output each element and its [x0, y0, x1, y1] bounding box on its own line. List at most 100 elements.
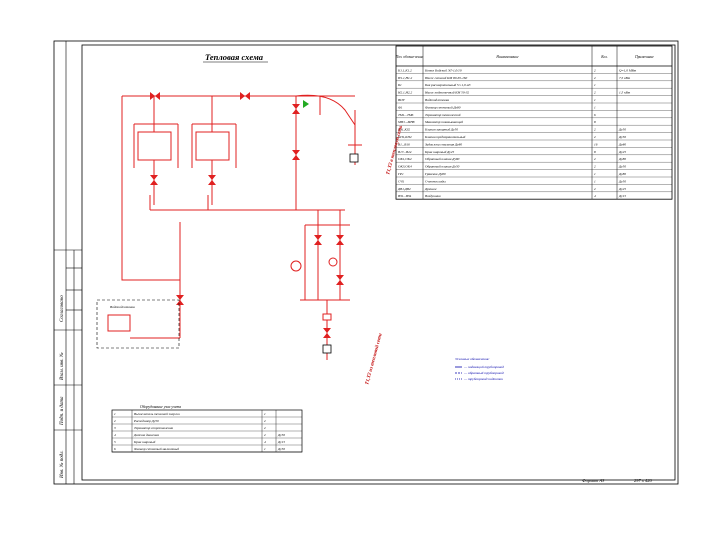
legend: Условные обозначения: — подающий трубопр… — [455, 357, 504, 381]
spec-table-cell: 1,5 кВт — [619, 91, 631, 96]
spec-table-cell: Обратный клапан Ду50 — [425, 164, 460, 169]
spec-table-cell: Ф1 — [398, 105, 403, 109]
spec-table-cell: Ду80 — [618, 142, 626, 146]
spec-table-cell: 8 — [594, 120, 596, 124]
meter-icon — [349, 153, 359, 163]
small-table-cell: 3 — [114, 426, 116, 430]
spec-table-cell: Клапан запорный Ду50 — [424, 127, 458, 132]
spec-table-cell: Кран шаровый Ду25 — [424, 149, 454, 154]
small-table-cell: 2 — [264, 433, 266, 437]
spec-table-cell: Термометр технический — [425, 112, 461, 117]
spec-table-cell: Бак расширительный V=1,0 м3 — [424, 82, 471, 88]
spec-table-cell: МН1...МН8 — [397, 120, 415, 124]
spec-table-cell: 2 — [594, 68, 596, 72]
small-table-cell: 2 — [264, 419, 266, 423]
drawing-title: Тепловая схема — [205, 52, 264, 62]
stamp-label: Взам. инв. № — [59, 352, 65, 380]
spec-table-cell: 2 — [594, 76, 596, 80]
stamp-label: Согласовано — [60, 295, 65, 322]
spec-table-cell: Ду25 — [618, 150, 626, 154]
small-table-title: Оборудование узла учета — [140, 405, 181, 409]
spec-table-cell: Насос подпиточный КМ 50-32 — [424, 90, 469, 95]
small-table-cell: Ду50 — [277, 433, 285, 437]
legend-item: — подающий трубопровод — [463, 364, 504, 369]
spec-table-cell: Счетчик воды — [425, 179, 446, 183]
pump-icon — [290, 260, 302, 272]
small-table-cell: Фильтр сетчатый магнитный — [134, 446, 179, 451]
legend-item: — трубопровод подпитки — [463, 377, 503, 381]
stamp-label: Подп. и дата — [60, 396, 65, 426]
spec-table-cell: 1 — [594, 98, 596, 102]
spec-table-cell: ВЗ1...ВЗ4 — [398, 194, 412, 198]
spec-table-header: Кол. — [600, 55, 608, 59]
spec-table-cell: Насос сетевой КМ 80-65-160 — [424, 75, 468, 80]
sheet-outer-frame — [53, 40, 679, 485]
spec-table-cell: 1 — [594, 105, 596, 109]
spec-table-cell: ТМ1...ТМ6 — [398, 113, 414, 117]
small-table: Оборудование узла учета 1 Вычислитель тепл… — [111, 405, 303, 453]
size-label: 297 x 420 — [634, 478, 652, 483]
spec-table-cell: Ду80 — [618, 157, 626, 161]
spec-table-cell: 16 — [594, 142, 598, 146]
small-table-cell: Термометр сопротивления — [134, 426, 173, 430]
spec-table-cell: К1.1,К1.2 — [397, 68, 412, 73]
spec-table-cell: Ду25 — [618, 187, 626, 191]
spec-table-header: Наименование — [495, 55, 519, 59]
filter-icon — [322, 313, 332, 321]
small-table-cell: Датчик давления — [133, 433, 159, 437]
small-table-cell: 1 — [264, 447, 266, 451]
spec-table-cell: 4 — [594, 194, 596, 198]
spec-table-cell: 1 — [594, 83, 596, 87]
spec-table-cell: 6 — [594, 113, 596, 117]
stamp-label: Инв. № подл. — [59, 450, 65, 479]
spec-table-cell: 8 — [594, 150, 596, 154]
spec-table-cell: Ду80 — [618, 172, 626, 176]
spec-table-cell: Ду50 — [618, 179, 626, 183]
spec-table-cell: В17...В24 — [398, 150, 412, 154]
spec-table-header: Поз. обозна-чение — [395, 55, 424, 59]
spec-table-cell: ОК3,ОК4 — [398, 165, 412, 170]
spec-table-cell: ГР1 — [397, 172, 404, 176]
legend-title: Условные обозначения: — [455, 357, 490, 361]
spec-table-cell: Ду50 — [618, 128, 626, 132]
spec-table-cell: 1 — [594, 172, 596, 176]
boiler-1 — [137, 131, 172, 161]
spec-table-cell: 2 — [594, 165, 596, 169]
spec-table-cell: 2 — [594, 91, 596, 95]
piping-diagram — [121, 92, 362, 360]
small-table-cell: 6 — [114, 447, 116, 451]
spec-table-cell: 1 — [594, 179, 596, 183]
small-table-cell: Ду15 — [277, 440, 285, 444]
small-table-cell: 1 — [114, 412, 116, 416]
spec-table-cell: Манометр показывающий — [424, 119, 463, 124]
treatment-title: Водоподготовка — [110, 305, 135, 309]
spec-table-header: Примечание — [634, 55, 654, 59]
spec-table: Поз. обозна-чение Наименование Кол. Примеча… — [395, 45, 673, 200]
valve-icons — [150, 92, 344, 338]
small-table-cell: 2 — [264, 426, 266, 430]
spec-table-cell: 2 — [594, 128, 596, 132]
spec-table-cell: Ду50 — [618, 135, 626, 139]
spec-table-cell: Водоподготовка — [425, 98, 449, 102]
small-table-cell: Кран шаровый — [133, 439, 156, 444]
spec-table-cell: Дренаж — [424, 187, 438, 191]
meter-icon — [322, 344, 332, 354]
spec-table-cell: Котел Бийский ЭТ-1,0/10 — [424, 67, 462, 73]
spec-table-cell: ОК1,ОК2 — [398, 157, 412, 162]
spec-table-cell: Б1 — [397, 83, 402, 87]
small-table-cell: 4 — [114, 433, 116, 437]
spec-table-cell: 2 — [594, 135, 596, 139]
spec-table-cell: Обратный клапан Ду80 — [425, 156, 460, 161]
pipe-label-in: Т1,Т2 из тепловой сети — [364, 332, 384, 385]
small-table-cell: Вычислитель тепловой энергии — [134, 411, 180, 416]
spec-table-cell: Задвижка стальная Ду80 — [425, 142, 462, 146]
small-table-cell: 4 — [264, 440, 266, 444]
spec-table-cell: В1...В16 — [398, 142, 410, 146]
spec-table-cell: 2 — [594, 157, 596, 161]
spec-table-cell: ВПУ — [398, 98, 406, 102]
format-label: Формат А3 — [582, 478, 605, 483]
spec-table-cell: ДВ1,ДВ2 — [397, 187, 411, 192]
spec-table-cell: Воздушник — [425, 194, 441, 198]
spec-table-cell: КЗ1,КЗ2 — [397, 128, 410, 133]
